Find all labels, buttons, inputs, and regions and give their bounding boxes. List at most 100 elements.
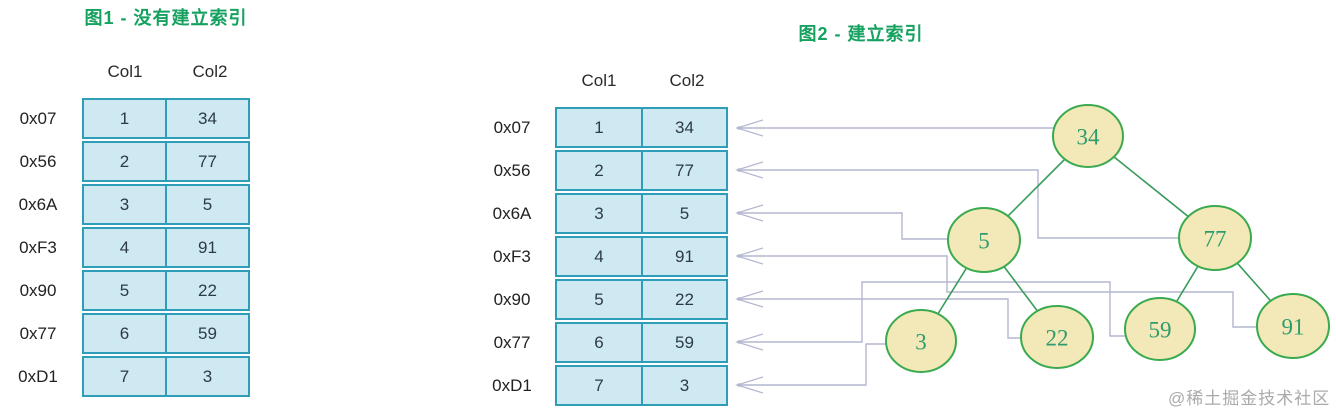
cell-col1: 7 xyxy=(555,365,643,406)
tree-edge-34-77 xyxy=(1087,135,1216,239)
pointer-59-to-0x77 xyxy=(740,281,1160,343)
pointer-91-to-0xF3 xyxy=(740,255,1293,328)
row-address: 0xF3 xyxy=(19,238,57,257)
cell-col2: 5 xyxy=(641,193,728,234)
tree-node-34-label: 34 xyxy=(1077,125,1101,150)
table-row: 1 34 xyxy=(555,107,728,148)
cell-col2: 91 xyxy=(641,236,728,277)
table-row: 6 59 xyxy=(555,322,728,363)
cell-col1: 6 xyxy=(82,313,167,354)
table-row: 3 5 xyxy=(555,193,728,234)
row-address: 0xF3 xyxy=(493,247,531,266)
cell-col2: 59 xyxy=(641,322,728,363)
arrowhead xyxy=(734,333,764,351)
arrow-dot xyxy=(737,340,741,344)
row-address: 0x6A xyxy=(18,195,58,214)
tree-node-3-label: 3 xyxy=(915,330,927,355)
arrowheads xyxy=(734,119,764,394)
cell-col2: 22 xyxy=(165,270,250,311)
row-address: 0x90 xyxy=(493,290,531,309)
row-address: 0x77 xyxy=(19,324,57,343)
tree-node-5 xyxy=(947,207,1021,273)
cell-col1: 2 xyxy=(555,150,643,191)
arrowhead xyxy=(734,247,764,265)
cell-col2: 77 xyxy=(165,141,250,182)
figure2-col1-header: Col1 xyxy=(581,71,617,90)
row-address: 0xD1 xyxy=(492,376,532,395)
arrow-dot xyxy=(737,297,741,301)
arrow-dot xyxy=(737,383,741,387)
cell-col2: 3 xyxy=(641,365,728,406)
cell-col1: 6 xyxy=(555,322,643,363)
figure2-title: 图2 - 建立索引 xyxy=(798,24,924,44)
cell-col1: 3 xyxy=(82,184,167,225)
pointer-5-to-0x6A xyxy=(740,212,984,240)
tree-node-77 xyxy=(1178,205,1252,271)
arrow-dot xyxy=(737,211,741,215)
cell-col1: 1 xyxy=(82,98,167,139)
table-row: 4 91 xyxy=(555,236,728,277)
arrow-dot xyxy=(737,126,741,130)
tree-node-59-label: 59 xyxy=(1149,318,1172,343)
tree-node-91 xyxy=(1256,293,1330,359)
table-row: 7 3 xyxy=(555,365,728,406)
tree-edge-77-59 xyxy=(1159,237,1216,330)
tree-node-34 xyxy=(1052,104,1124,168)
cell-col1: 3 xyxy=(555,193,643,234)
arrowhead xyxy=(734,376,764,394)
tree-edge-34-5 xyxy=(983,135,1089,241)
row-address: 0x56 xyxy=(19,152,57,171)
cell-col2: 77 xyxy=(641,150,728,191)
cell-col1: 7 xyxy=(82,356,167,397)
tree-edge-5-22 xyxy=(983,239,1058,338)
arrowhead xyxy=(734,290,764,308)
table-row: 3 5 xyxy=(82,184,250,225)
table-row: 2 77 xyxy=(82,141,250,182)
cell-col2: 5 xyxy=(165,184,250,225)
tree-node-59 xyxy=(1124,297,1196,361)
cell-col1: 1 xyxy=(555,107,643,148)
figure2-col2-header: Col2 xyxy=(669,71,705,90)
tree-node-91-label: 91 xyxy=(1282,315,1305,340)
row-address: 0x90 xyxy=(19,281,57,300)
cell-col1: 4 xyxy=(555,236,643,277)
figure1-col1-header: Col1 xyxy=(107,62,143,81)
arrowhead xyxy=(734,119,764,137)
pointer-77-to-0x56 xyxy=(740,169,1215,239)
arrowhead xyxy=(734,204,764,222)
cell-col1: 5 xyxy=(555,279,643,320)
table-row: 7 3 xyxy=(82,356,250,397)
tree-edge-77-91 xyxy=(1214,237,1294,327)
tree-node-22 xyxy=(1020,305,1094,369)
cell-col1: 5 xyxy=(82,270,167,311)
arrow-dot xyxy=(737,254,741,258)
cell-col1: 2 xyxy=(82,141,167,182)
row-address: 0x07 xyxy=(19,109,57,128)
tree-node-5-label: 5 xyxy=(978,229,990,254)
cell-col1: 4 xyxy=(82,227,167,268)
cell-col2: 59 xyxy=(165,313,250,354)
table-row: 6 59 xyxy=(82,313,250,354)
table-row: 1 34 xyxy=(82,98,250,139)
arrowhead xyxy=(734,161,764,179)
cell-col2: 22 xyxy=(641,279,728,320)
figure1-title: 图1 - 没有建立索引 xyxy=(84,8,248,28)
cell-col2: 91 xyxy=(165,227,250,268)
pointer-22-to-0x90 xyxy=(740,298,1057,339)
row-address: 0x6A xyxy=(492,204,532,223)
cell-col2: 34 xyxy=(641,107,728,148)
tree-node-3 xyxy=(885,309,957,373)
arrow-dot xyxy=(737,168,741,172)
row-address: 0xD1 xyxy=(18,367,58,386)
pointer-3-to-0xD1 xyxy=(740,343,921,386)
table-row: 5 22 xyxy=(555,279,728,320)
figure1-col2-header: Col2 xyxy=(192,62,228,81)
table-row: 2 77 xyxy=(555,150,728,191)
row-address: 0x07 xyxy=(493,118,531,137)
table-row: 4 91 xyxy=(82,227,250,268)
tree-edge-5-3 xyxy=(920,239,985,342)
row-address: 0x56 xyxy=(493,161,531,180)
row-address: 0x77 xyxy=(493,333,531,352)
tree-node-77-label: 77 xyxy=(1204,227,1227,252)
